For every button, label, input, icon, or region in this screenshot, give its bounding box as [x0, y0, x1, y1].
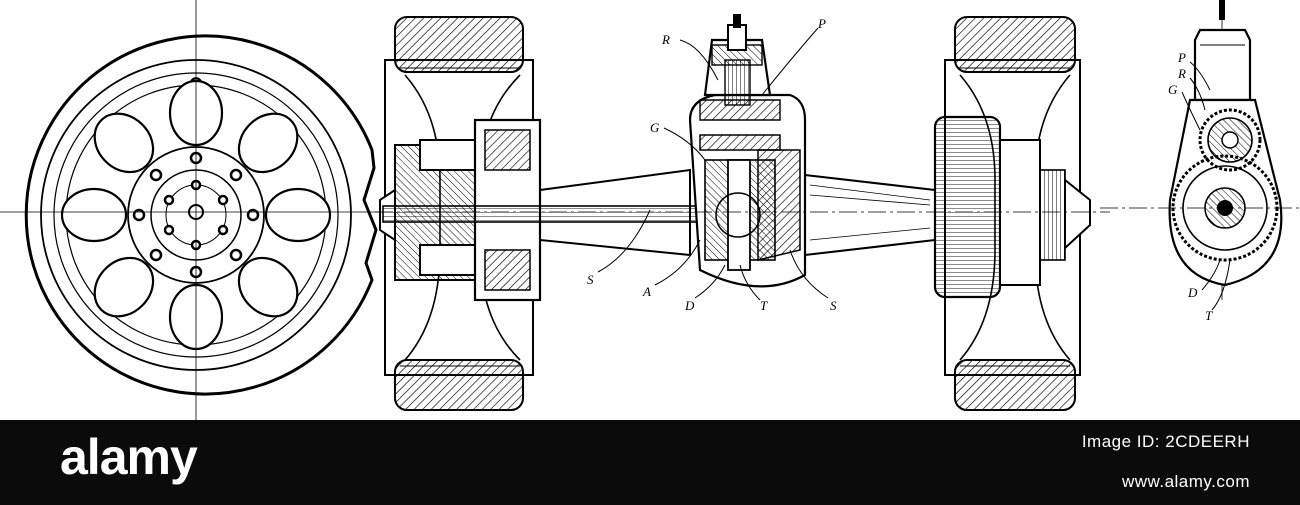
leader-lines	[597, 27, 1231, 311]
site-url-text: www.alamy.com	[1121, 472, 1250, 491]
label-d: D	[684, 298, 695, 313]
label-r: R	[661, 32, 670, 47]
label-a: A	[642, 284, 651, 299]
label-right-g: G	[1168, 82, 1178, 97]
label-s-right: S	[830, 298, 837, 313]
alamy-logo: alamy	[60, 429, 198, 485]
label-g: G	[650, 120, 660, 135]
label-right-r: R	[1177, 66, 1186, 81]
patent-drawing: R P G S A D T S P R G D T	[0, 0, 1300, 420]
gear-end-view	[1100, 0, 1300, 300]
label-right-t: T	[1205, 308, 1213, 323]
wheel-side-view	[0, 0, 380, 420]
label-right-p: P	[1177, 50, 1186, 65]
image-id-text: Image ID: 2CDEERH	[1081, 432, 1250, 451]
watermark-banner	[0, 420, 1300, 505]
label-t: T	[760, 298, 768, 313]
axle-section-view	[375, 14, 1110, 411]
label-right-d: D	[1187, 285, 1198, 300]
label-p: P	[817, 16, 826, 31]
label-s-left: S	[587, 272, 594, 287]
